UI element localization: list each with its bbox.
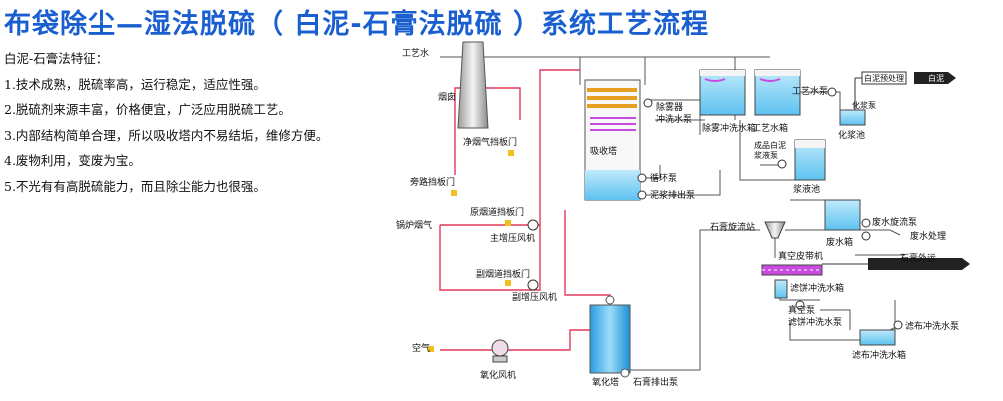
mist-wash-tank: 除雾冲洗水箱 [699,69,756,134]
slurry-supply-pump-icon [777,159,787,169]
wastewater-treatment-pump-icon [861,231,871,241]
oxidation-fan-label: 氧化风机 [480,369,516,381]
oxidation-fan: 氧化风机 [480,339,516,381]
clean-flue-damper-icon [508,150,514,156]
white-mud-process-label: 白泥预处理 [864,73,904,83]
absorption-tower-label: 吸收塔 [590,145,617,157]
aux-booster-fan-label: 副增压风机 [512,291,557,303]
slurry-pool-top [839,109,866,126]
mist-pump-icon [643,98,653,108]
slurry-pool-label: 浆液池 [793,183,820,195]
wastewater-cyclone-pump-label: 废水旋流泵 [872,216,917,228]
oxidation-tower: 氧化塔 石膏排出泵 [589,295,678,388]
bypass-damper-label: 旁路挡板门 [410,176,455,188]
feature-item-1: 1.技术成熟，脱硫率高，运行稳定，适应性强。 [4,76,266,92]
gypsum-out-label: 石膏外运 [900,252,936,264]
cloth-wash-tank: 滤布冲洗水箱 [852,329,906,361]
mist-pump-label-1: 除雾器 [656,101,683,113]
process-water-tank: 工艺水箱 [752,69,801,134]
mist-wash-tank-label: 除雾冲洗水箱 [702,122,756,134]
process-water-pump-label: 工艺水泵 [792,85,828,97]
slurry-pump-top-label: 化浆泵 [852,100,876,110]
cloth-wash-tank-label: 滤布冲洗水箱 [852,349,906,361]
aux-booster-fan-icon [527,279,539,291]
white-mud-label: 白泥 [928,73,944,83]
cloth-wash-pump-label: 滤布冲洗水泵 [905,320,959,332]
process-water-pump-icon [827,87,837,97]
slurry-pool-top-label: 化浆池 [838,129,865,141]
wastewater-treatment-label: 废水处理 [910,230,946,242]
vacuum-belt: 真空皮带机 [761,250,823,276]
vacuum-belt-label: 真空皮带机 [778,250,823,262]
bypass-damper-icon [451,190,457,196]
wastewater-tank: 废水箱 [824,199,861,248]
feature-item-3: 3.内部结构简单合理，所以吸收塔内不易结垢，维修方便。 [4,127,329,143]
filter-cake-tank-icon [774,279,788,299]
slurry-supply-pump-label-2: 浆液泵 [754,150,778,160]
gypsum-out-arrow [868,258,970,270]
clean-flue-damper-label: 净烟气挡板门 [463,136,517,148]
air-valve-icon [428,346,434,352]
gypsum-cyclone-label: 石膏旋流站 [710,221,755,233]
wastewater-tank-label: 废水箱 [826,236,853,248]
gypsum-discharge-pump-label: 石膏排出泵 [633,376,678,388]
features-heading: 白泥-石膏法特征： [4,51,109,66]
slurry-supply-pump-label-1: 成品白泥 [754,140,786,150]
main-booster-fan-label: 主增压风机 [490,232,535,244]
slurry-discharge-pump-label: 泥浆排出泵 [650,189,695,201]
chimney-label: 烟囱 [438,91,456,103]
oxidation-tower-label: 氧化塔 [592,376,619,388]
feature-item-4: 4.废物利用，变废为宝。 [4,153,141,168]
process-water-label: 工艺水 [402,47,429,59]
feature-item-5: 5.不光有有高脱硫能力，而且除尘能力也很强。 [4,178,266,194]
aux-flue-damper-label: 副烟道挡板门 [476,268,530,280]
gypsum-cyclone: 石膏旋流站 [710,221,786,239]
features-panel: 白泥-石膏法特征： 1.技术成熟，脱硫率高，运行稳定，适应性强。 2.脱硫剂来源… [4,48,384,201]
process-water-tank-label: 工艺水箱 [752,122,788,134]
wastewater-pump-icon [861,218,871,228]
circulation-pump-label: 循环泵 [650,172,677,184]
raw-flue-damper-icon [505,220,511,226]
filter-cake-tank-label: 滤饼冲洗水箱 [790,282,844,294]
filter-cake-pump-label: 滤饼冲洗水泵 [788,316,842,328]
air-label: 空气 [412,342,430,354]
boiler-flue-gas-label: 锅炉烟气 [396,219,432,231]
slurry-pool: 浆液池 [793,139,826,195]
vacuum-pump-label: 真空泵 [788,304,815,316]
white-mud-arrow [914,72,956,84]
page-title: 布袋除尘—湿法脱硫（ 白泥-石膏法脱硫 ）系统工艺流程 [4,9,710,40]
vacuum-pump-icon [795,300,805,310]
chimney: 烟囱 [438,41,489,129]
raw-flue-damper-label: 原烟道挡板门 [470,206,524,218]
cloth-wash-pump-icon [893,320,903,330]
absorption-tower: 吸收塔 循环泵 泥浆排出泵 [584,79,695,201]
feature-item-2: 2.脱硫剂来源丰富，价格便宜，广泛应用脱硫工艺。 [4,102,291,117]
main-booster-fan-icon [527,219,539,231]
aux-flue-damper-icon [505,280,511,286]
mist-pump-label-2: 冲洗水泵 [656,113,692,125]
